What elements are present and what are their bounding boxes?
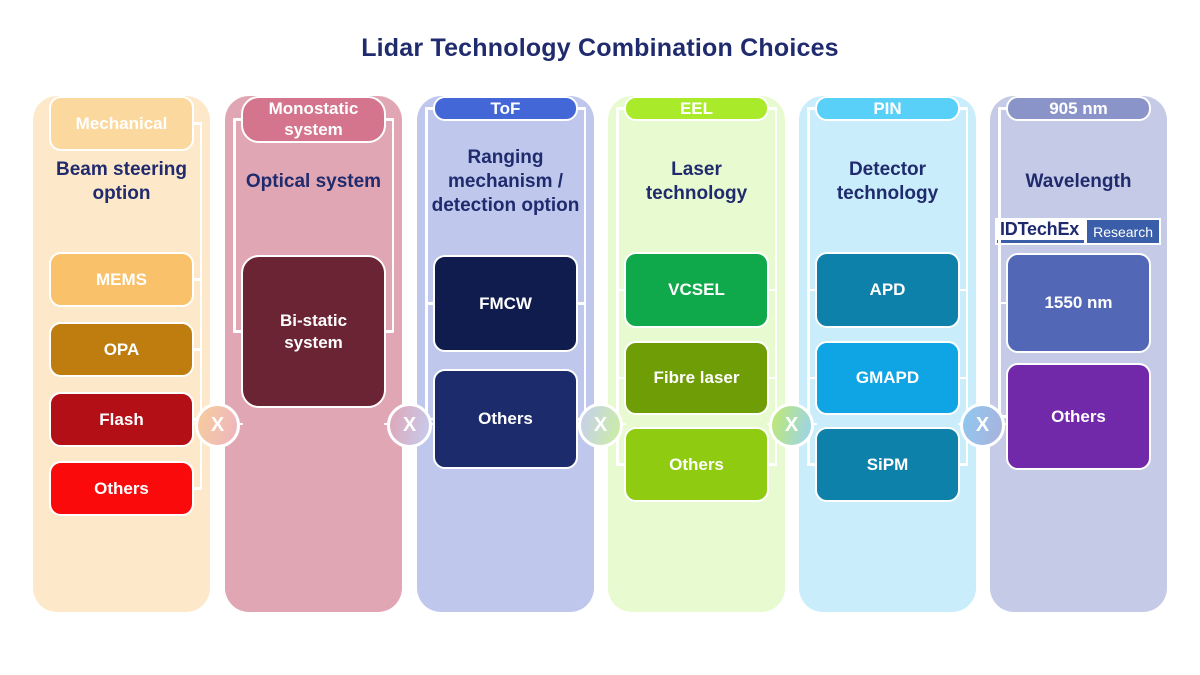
connector-line: [425, 302, 435, 305]
connector-line: [998, 107, 1001, 418]
connector-line: [807, 107, 810, 466]
connector-line: [425, 107, 435, 110]
panel-wavelength: Wavelength IDTechEx Research 905 nm 1550…: [990, 96, 1167, 612]
connector-line: [767, 463, 777, 466]
option-box-fibre-laser: Fibre laser: [624, 341, 769, 415]
panel-optical-system: Optical system Monostatic system Bi-stat…: [225, 96, 402, 612]
connector-line: [958, 288, 968, 292]
multiply-circle: X: [387, 403, 432, 448]
panel-beam-steering-option: Beam steering option Mechanical MEMS OPA…: [33, 96, 210, 612]
option-box-opa: OPA: [49, 322, 194, 377]
connector-line: [616, 376, 626, 380]
connector-line: [233, 330, 243, 333]
connector-line: [774, 107, 777, 466]
multiply-symbol: X: [784, 414, 799, 436]
connector-line: [192, 278, 202, 281]
panel-ranging-mechanism: Ranging mechanism / detection option ToF…: [417, 96, 594, 612]
option-box-pin: PIN: [815, 96, 960, 122]
option-box-bistatic: Bi-static system: [241, 255, 386, 408]
option-box-eel: EEL: [624, 96, 769, 122]
connector-line: [384, 118, 394, 121]
option-box-flash: Flash: [49, 392, 194, 447]
option-box-mems: MEMS: [49, 252, 194, 307]
connector-line: [965, 107, 968, 466]
multiply-symbol: X: [210, 414, 225, 436]
connector-line: [233, 118, 236, 333]
multiply-circle: X: [195, 403, 240, 448]
panel-title-laser: Laser technology: [645, 158, 748, 204]
connector-line: [616, 288, 626, 292]
connector-line: [199, 122, 202, 490]
idtechex-research-tag: Research: [1087, 220, 1159, 243]
option-box-905nm: 905 nm: [1006, 96, 1151, 122]
connector-line: [767, 107, 777, 110]
connector-line: [998, 107, 1008, 110]
option-box-others-beam: Others: [49, 461, 194, 516]
connector-line: [958, 376, 968, 380]
connector-line: [958, 463, 968, 466]
connector-line: [616, 107, 619, 466]
option-box-vcsel: VCSEL: [624, 252, 769, 328]
multiply-circle: X: [578, 403, 623, 448]
option-box-others-ranging: Others: [433, 369, 578, 469]
panel-title-detector: Detector technology: [836, 158, 939, 204]
connector-line: [767, 288, 777, 292]
connector-line: [384, 330, 394, 333]
connector-line: [616, 107, 626, 110]
multiply-symbol: X: [593, 414, 608, 436]
connector-line: [192, 487, 202, 490]
multiply-circle: X: [960, 403, 1005, 448]
connector-line: [192, 348, 202, 351]
connector-line: [583, 107, 586, 421]
option-box-gmapd: GMAPD: [815, 341, 960, 415]
connector-line: [807, 376, 817, 380]
connector-line: [807, 288, 817, 292]
multiply-symbol: X: [402, 414, 417, 436]
panel-title-beam-steering: Beam steering option: [56, 158, 187, 204]
idtechex-logo: IDTechEx Research: [995, 218, 1161, 245]
multiply-circle: X: [769, 403, 814, 448]
connector-line: [767, 376, 777, 380]
connector-line: [958, 107, 968, 110]
option-box-monostatic: Monostatic system: [241, 96, 386, 143]
option-box-tof: ToF: [433, 96, 578, 122]
connector-line: [391, 118, 394, 333]
panel-title-optical-system: Optical system: [245, 170, 382, 192]
connector-line: [425, 107, 428, 421]
connector-line: [616, 463, 626, 466]
option-box-mechanical: Mechanical: [49, 96, 194, 151]
option-box-apd: APD: [815, 252, 960, 328]
panel-title-ranging: Ranging mechanism / detection option: [431, 146, 580, 217]
panel-laser-technology: Laser technology EEL VCSEL Fibre laser O…: [608, 96, 785, 612]
option-box-sipm: SiPM: [815, 427, 960, 502]
option-box-others-wavelength: Others: [1006, 363, 1151, 470]
connector-line: [192, 122, 202, 125]
option-box-fmcw: FMCW: [433, 255, 578, 352]
idtechex-logo-text: IDTechEx: [997, 219, 1085, 243]
option-box-others-laser: Others: [624, 427, 769, 502]
option-box-1550nm: 1550 nm: [1006, 253, 1151, 353]
connector-line: [233, 118, 243, 121]
connector-line: [576, 107, 586, 110]
connector-line: [998, 301, 1008, 305]
connector-line: [807, 463, 817, 466]
multiply-symbol: X: [975, 414, 990, 436]
panel-title-wavelength: Wavelength: [1025, 170, 1132, 192]
panel-detector-technology: Detector technology PIN APD GMAPD SiPM: [799, 96, 976, 612]
page-title: Lidar Technology Combination Choices: [361, 34, 839, 62]
connector-line: [807, 107, 817, 110]
connector-line: [576, 302, 586, 305]
